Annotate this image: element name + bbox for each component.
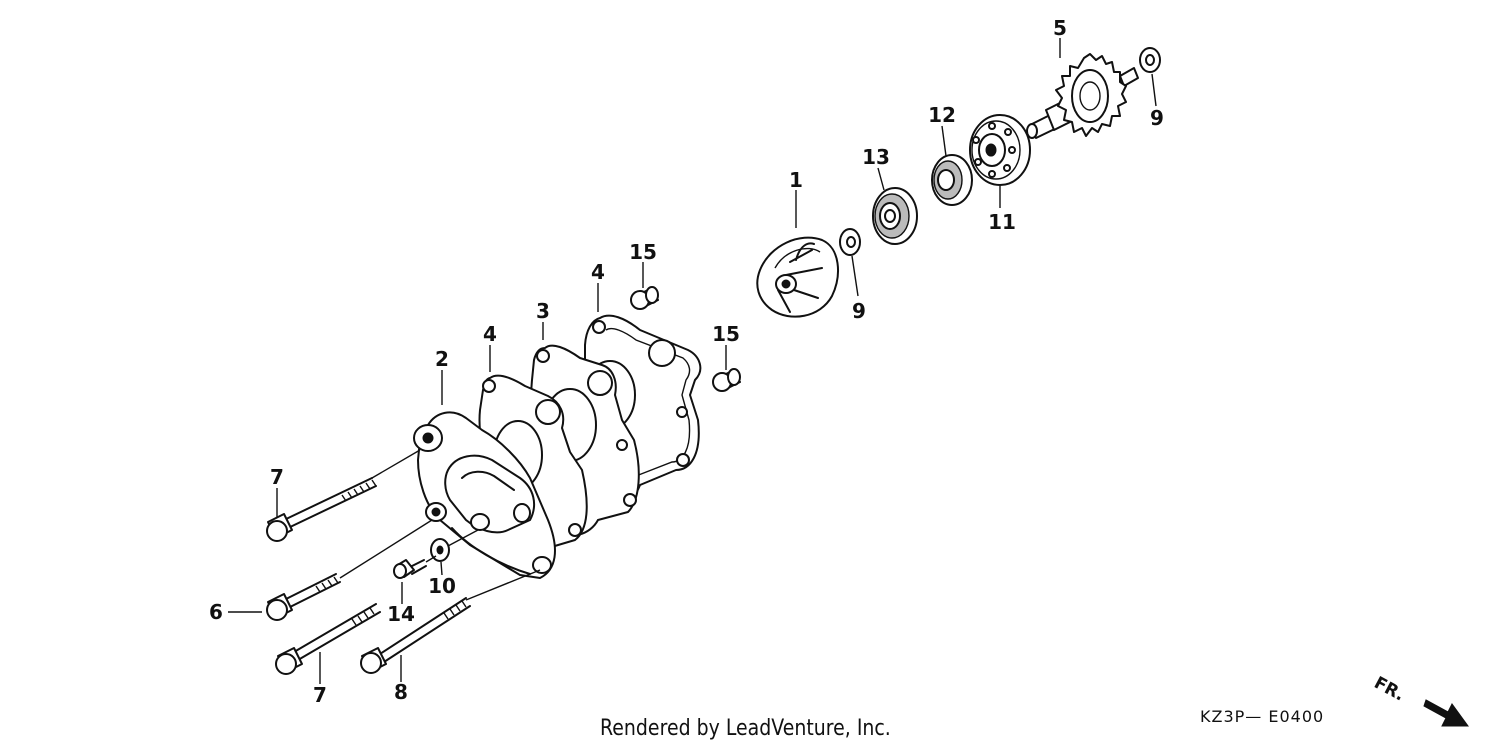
callout-oil-seal-13: 13 <box>862 145 890 169</box>
callout-bolt-14: 14 <box>387 602 415 626</box>
callout-oil-seal-12: 12 <box>928 103 956 127</box>
callout-bolt-8: 8 <box>394 680 408 704</box>
callout-dowel-pin-lower: 15 <box>712 322 740 346</box>
diagram-code: KZ3P— E0400 <box>1200 707 1325 726</box>
callout-washer-9-middle: 9 <box>852 299 866 323</box>
arrow-right-down-icon <box>1423 699 1469 727</box>
pump-shaft-gear-5 <box>1026 53 1139 139</box>
rendered-by-credit: Rendered by LeadVenture, Inc. <box>600 716 891 741</box>
callout-washer-9-right: 9 <box>1150 106 1164 130</box>
bolt-7-upper <box>266 477 377 542</box>
callout-dowel-pin-upper: 15 <box>629 240 657 264</box>
callout-bearing-11: 11 <box>988 210 1016 234</box>
bolt-6 <box>266 573 341 621</box>
callout-washer-10: 10 <box>428 574 456 598</box>
callout-impeller: 1 <box>789 168 803 192</box>
oil-seal-12 <box>931 154 973 206</box>
bolt-14 <box>393 559 427 579</box>
impeller-1 <box>756 236 839 318</box>
leader-lines <box>228 38 1157 684</box>
callout-bolt-7-lower: 7 <box>313 683 327 707</box>
assembly-lines <box>339 449 541 601</box>
callout-bolt-7-upper: 7 <box>270 465 284 489</box>
callout-gasket-4-rear: 4 <box>591 260 605 284</box>
callout-gasket-4-front: 4 <box>483 322 497 346</box>
callout-pump-shaft: 5 <box>1053 16 1067 40</box>
bolt-7-lower <box>275 603 381 675</box>
callout-gasket-3: 3 <box>536 299 550 323</box>
dowel-pin-15-lower <box>712 368 741 392</box>
callout-pump-cover: 2 <box>435 347 449 371</box>
washer-9-middle <box>839 228 861 256</box>
dowel-pin-15-upper <box>630 286 659 310</box>
washer-9-right <box>1139 47 1161 73</box>
bolt-8 <box>360 597 471 674</box>
callout-bolt-6: 6 <box>209 600 223 624</box>
ball-bearing-11 <box>969 114 1031 186</box>
oil-seal-13 <box>872 187 918 245</box>
water-pump-cover-2 <box>413 411 556 579</box>
